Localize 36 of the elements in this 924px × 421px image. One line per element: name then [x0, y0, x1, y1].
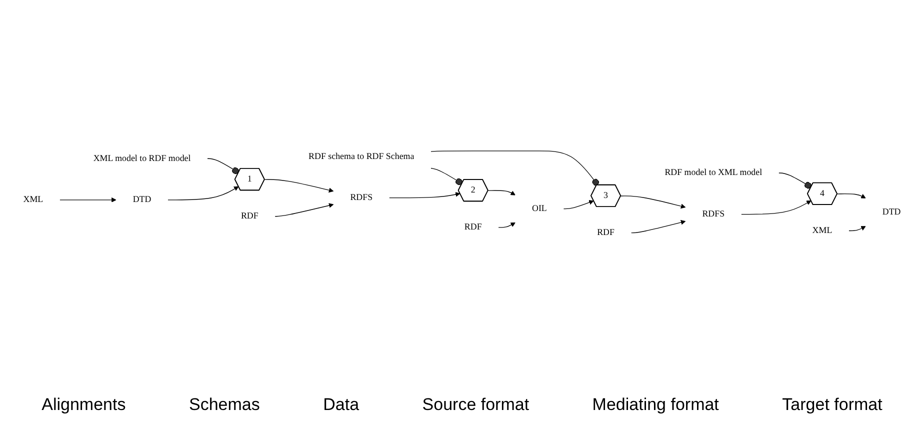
node-text: RDF schema to RDF Schema — [308, 151, 414, 161]
arrow — [388, 192, 460, 198]
arrow — [848, 226, 866, 231]
row-label: Schemas — [188, 395, 260, 415]
node-text: XML model to RDF model — [93, 153, 191, 163]
node-text: RDFS — [702, 209, 725, 219]
arrow — [488, 190, 516, 196]
row-label: Data — [323, 395, 360, 415]
row-label: Source format — [422, 395, 530, 415]
arrow — [620, 195, 686, 208]
node-text: XML — [812, 226, 832, 236]
arrow — [60, 197, 116, 202]
arrow — [168, 186, 239, 200]
row-label: Mediating format — [592, 395, 719, 415]
node-text: RDF — [464, 222, 482, 232]
arrow — [563, 200, 594, 209]
row-label: Alignments — [42, 395, 126, 415]
node-text: RDF — [240, 211, 258, 221]
arrow — [740, 200, 812, 214]
arrow — [837, 193, 866, 198]
arrow — [498, 222, 516, 228]
arrow — [630, 220, 686, 233]
row-label: Target format — [782, 395, 882, 415]
node-text: RDF — [597, 228, 614, 238]
node-text: RDF model to XML model — [664, 168, 762, 178]
arrow — [274, 202, 334, 217]
node-text: DTD — [132, 194, 152, 204]
arrow — [264, 178, 334, 192]
node-text: XML — [23, 194, 44, 204]
connector — [430, 168, 462, 185]
node-text: DTD — [882, 206, 901, 216]
connector — [430, 150, 599, 186]
connector — [778, 172, 812, 188]
connector — [207, 158, 239, 174]
node-text: RDFS — [350, 192, 373, 202]
node-text: OIL — [532, 204, 547, 214]
